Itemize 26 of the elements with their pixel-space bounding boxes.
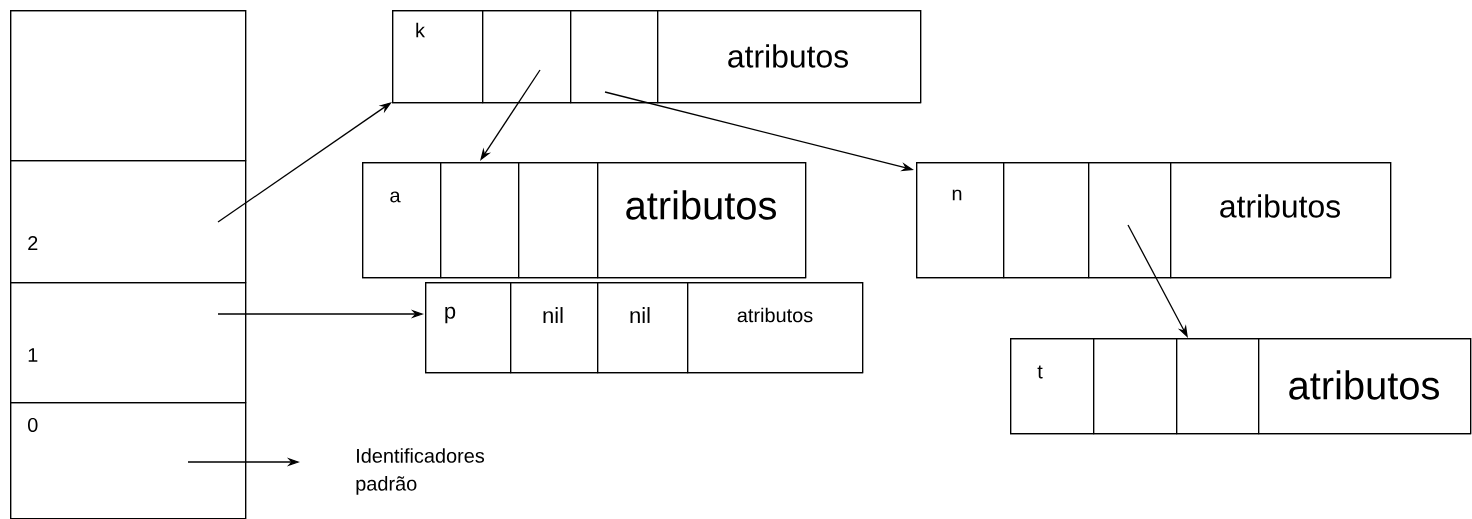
record-cell: atributos — [1258, 338, 1472, 435]
record-cell: k — [392, 10, 484, 104]
record-cell — [1003, 162, 1090, 279]
record-cell: nil — [510, 282, 599, 374]
record-cell: atributos — [597, 162, 807, 279]
arrow — [217, 102, 392, 223]
stack-cell — [10, 10, 247, 162]
record-cell: a — [362, 162, 442, 279]
record-cell — [1093, 338, 1178, 435]
stack-cell: 2 — [10, 160, 247, 284]
record-cell: t — [1010, 338, 1095, 435]
record-cell: atributos — [657, 10, 922, 104]
stack-cell: 1 — [10, 282, 247, 404]
stack-cell: 0 — [10, 402, 247, 519]
record-cell — [482, 10, 572, 104]
text-label: Identificadores padrão — [356, 448, 485, 495]
record-cell — [570, 10, 659, 104]
record-cell — [1176, 338, 1260, 435]
record-cell: n — [916, 162, 1005, 279]
record-cell: nil — [597, 282, 689, 374]
record-cell — [1088, 162, 1172, 279]
record-cell — [518, 162, 599, 279]
record-cell: p — [425, 282, 512, 374]
record-cell — [440, 162, 520, 279]
record-cell: atributos — [1170, 162, 1392, 279]
record-cell: atributos — [687, 282, 864, 374]
